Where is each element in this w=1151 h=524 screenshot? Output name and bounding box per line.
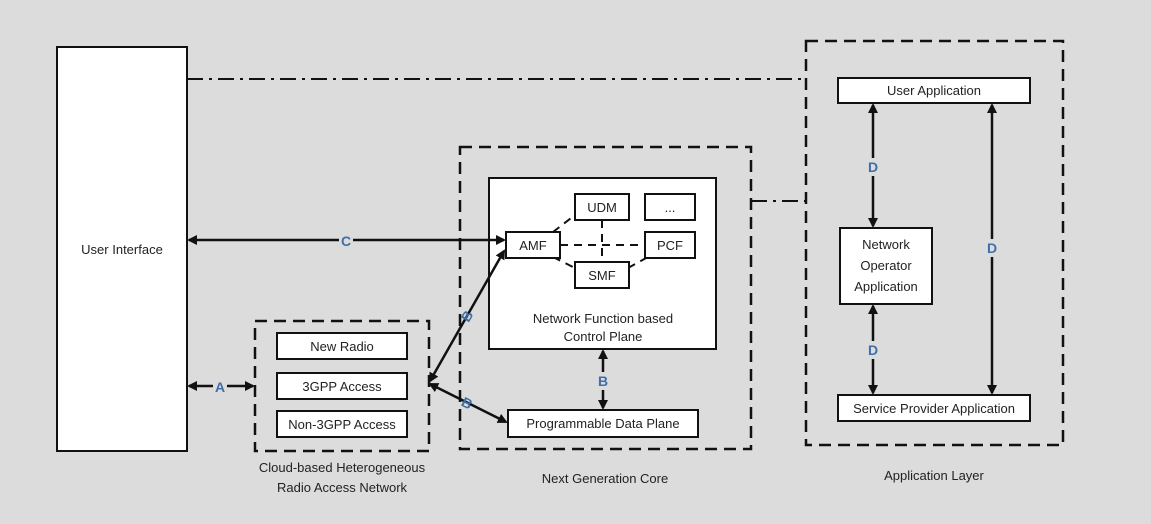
interface-b-dataplane-label: B [459, 394, 475, 413]
udm-label: UDM [587, 200, 617, 215]
access-non-3gpp-label: Non-3GPP Access [288, 417, 396, 432]
access-3gpp-label: 3GPP Access [302, 379, 382, 394]
interface-c-label: C [341, 233, 351, 249]
interface-a-label: A [215, 379, 225, 395]
interface-d-lower-label: D [868, 342, 878, 358]
interface-d-lower-label-bg [866, 341, 880, 359]
network-operator-label-line2: Operator [860, 258, 912, 273]
interface-b-amf-arrow [428, 249, 506, 383]
interface-a-label-bg [213, 377, 227, 395]
smf-box [574, 261, 630, 289]
new-radio-label: New Radio [310, 339, 374, 354]
interface-b-dataplane-arrow [428, 382, 508, 424]
ran-caption-line2: Radio Access Network [277, 480, 408, 495]
amf-label: AMF [519, 238, 547, 253]
user-interface-label: User Interface [81, 242, 163, 257]
user-interface-box [56, 46, 188, 452]
application-layer-caption: Application Layer [884, 468, 984, 483]
pcf-label: PCF [657, 238, 683, 253]
application-layer-region [804, 39, 1065, 447]
udm-box [574, 193, 630, 221]
interface-d-right-label-bg [985, 239, 999, 257]
more-functions-label: ... [665, 200, 676, 215]
control-plane-label-line2: Control Plane [564, 329, 643, 344]
amf-box [505, 231, 561, 259]
access-3gpp-box [276, 372, 408, 400]
interface-d-upper-label: D [868, 159, 878, 175]
control-plane-label-line1: Network Function based [533, 311, 673, 326]
user-application-box [837, 77, 1031, 104]
interface-b-vertical-label: B [598, 373, 608, 389]
network-operator-label-line3: Application [854, 279, 918, 294]
more-functions-box [644, 193, 696, 221]
data-plane-box [507, 409, 699, 438]
smf-label: SMF [588, 268, 616, 283]
interface-b-vertical-label-bg [596, 372, 610, 390]
interface-c-label-bg [339, 231, 353, 249]
interface-d-right-label: D [987, 240, 997, 256]
pcf-box [644, 231, 696, 259]
interface-d-upper-label-bg [866, 158, 880, 176]
user-application-label: User Application [887, 83, 981, 98]
ran-caption-line1: Cloud-based Heterogeneous [259, 460, 426, 475]
new-radio-box [276, 332, 408, 360]
network-operator-application-box [839, 227, 933, 305]
core-caption: Next Generation Core [542, 471, 668, 486]
network-operator-label-line1: Network [862, 237, 910, 252]
service-provider-application-box [837, 394, 1031, 422]
service-provider-application-label: Service Provider Application [853, 401, 1015, 416]
amf-udm-link [552, 214, 576, 233]
data-plane-label: Programmable Data Plane [526, 416, 679, 431]
access-non-3gpp-box [276, 410, 408, 438]
